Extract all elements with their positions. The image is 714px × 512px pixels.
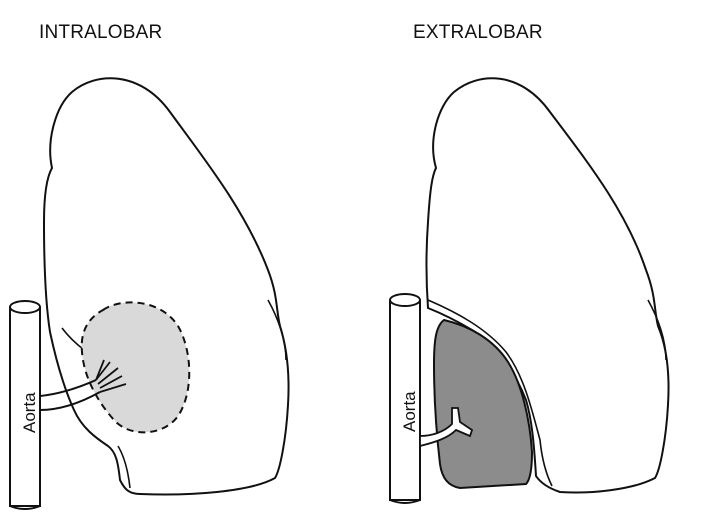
extralobar-lung [425, 77, 670, 494]
intralobar-feeding-vessel [39, 379, 101, 411]
extralobar-sequestration [432, 318, 534, 490]
extralobar-crease [647, 299, 667, 361]
intralobar-vessel-branches [95, 359, 127, 393]
intralobar-sequestration [80, 301, 191, 434]
extralobar-aorta-label: Aorta [400, 391, 419, 432]
extralobar-hilum-line [427, 299, 553, 487]
extralobar-panel: Aorta [389, 77, 670, 504]
intralobar-title: INTRALOBAR [39, 22, 163, 43]
intralobar-panel: Aorta [9, 77, 290, 510]
intralobar-aorta-label: Aorta [20, 392, 39, 433]
intralobar-lung [42, 77, 290, 496]
extralobar-title: EXTRALOBAR [413, 22, 543, 43]
intralobar-aorta [9, 300, 41, 510]
intralobar-crease-lower [117, 445, 131, 489]
extralobar-aorta [389, 293, 421, 504]
extralobar-feeding-vessel [419, 407, 474, 448]
intralobar-crease-upper [267, 299, 287, 361]
